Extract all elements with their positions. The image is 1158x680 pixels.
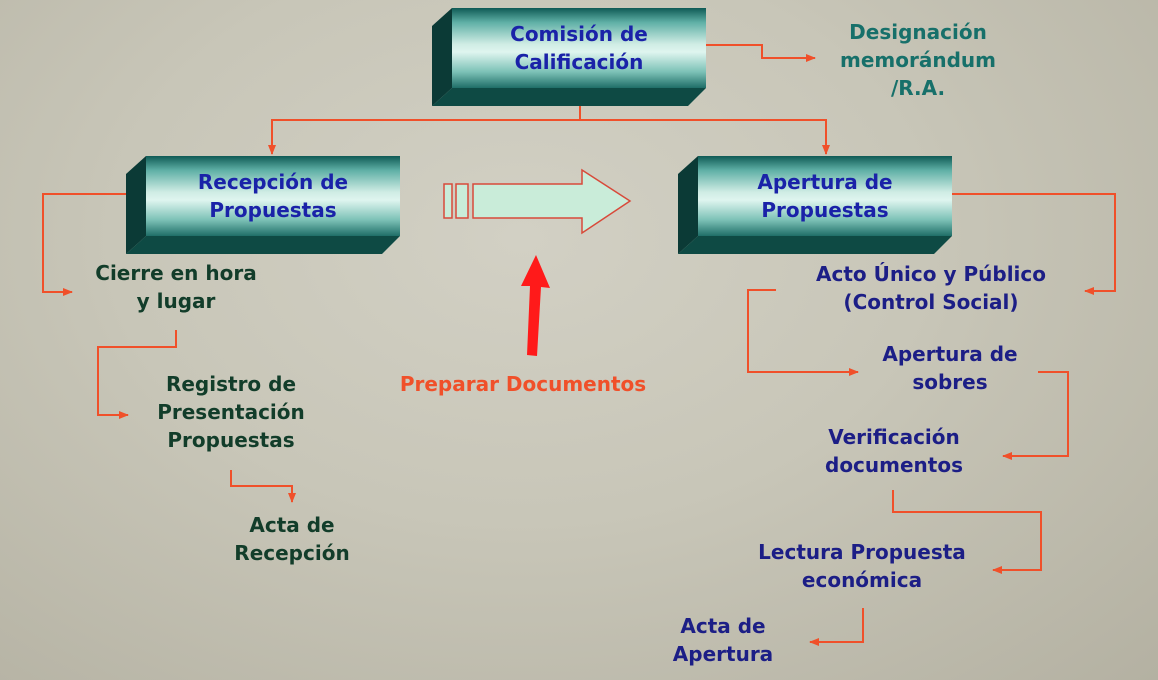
label-acta-recepcion-line-1: Acta de [249, 513, 335, 537]
box-recepcion-line-1: Recepción de [197, 170, 349, 194]
label-apertura-sobres: Apertura de sobres [870, 340, 1030, 396]
label-apertura-sobres-line-1: Apertura de [882, 342, 1018, 366]
label-designacion-line-3: /R.A. [890, 76, 946, 100]
box-apertura-line-2: Propuestas [761, 198, 889, 222]
label-registro-line-2: Presentación [157, 400, 305, 424]
label-acto-unico: Acto Único y Público (Control Social) [801, 260, 1061, 316]
label-preparar-documentos: Preparar Documentos [393, 370, 653, 398]
label-designacion-line-1: Designación [849, 20, 987, 44]
label-registro-line-3: Propuestas [167, 428, 295, 452]
box-recepcion-propuestas: Recepción de Propuestas [126, 156, 400, 254]
label-lectura: Lectura Propuesta económica [752, 538, 972, 594]
connector-cierre-registro [97, 330, 177, 419]
connector-lectura-acta [809, 608, 864, 646]
label-acta-apertura-line-1: Acta de [680, 614, 766, 638]
connector-split-apertura [580, 119, 830, 155]
block-arrow-icon [443, 168, 632, 235]
box-apertura-propuestas: Apertura de Propuestas [678, 156, 952, 254]
connector-sobres-verificacion [1002, 371, 1069, 460]
box-apertura-line-1: Apertura de [757, 170, 893, 194]
connector-registro-acta [230, 470, 296, 503]
box-comision-line-1: Comisión de [510, 22, 648, 46]
label-acta-apertura: Acta de Apertura [663, 612, 783, 668]
label-acta-apertura-line-2: Apertura [672, 642, 774, 666]
label-acto-unico-line-2: (Control Social) [843, 290, 1019, 314]
label-cierre-line-1: Cierre en hora [95, 261, 257, 285]
connector-comision-designacion [706, 44, 816, 62]
label-verificacion-line-1: Verificación [828, 425, 960, 449]
label-acta-recepcion-line-2: Recepción [234, 541, 350, 565]
box-comision-calificacion: Comisión de Calificación [432, 8, 706, 106]
label-verificacion: Verificación documentos [814, 423, 974, 479]
label-registro: Registro de Presentación Propuestas [131, 370, 331, 454]
red-up-arrow-icon [521, 255, 550, 356]
connector-acto-sobres [747, 289, 859, 376]
label-cierre: Cierre en hora y lugar [76, 259, 276, 315]
label-cierre-line-2: y lugar [136, 289, 216, 313]
connector-apertura-acto [952, 193, 1116, 295]
label-verificacion-line-2: documentos [825, 453, 963, 477]
label-designacion: Designación memorándum /R.A. [818, 18, 1018, 102]
label-lectura-line-2: económica [801, 568, 923, 592]
box-3d-frame [126, 156, 400, 254]
label-lectura-line-1: Lectura Propuesta [758, 540, 966, 564]
connector-verificacion-lectura [892, 490, 1042, 574]
connector-recepcion-cierre [42, 193, 146, 296]
box-comision-line-2: Calificación [514, 50, 644, 74]
label-acto-unico-line-1: Acto Único y Público [815, 262, 1046, 286]
label-registro-line-1: Registro de [165, 372, 297, 396]
label-acta-recepcion: Acta de Recepción [212, 511, 372, 567]
label-designacion-line-2: memorándum [840, 48, 996, 72]
label-apertura-sobres-line-2: sobres [912, 370, 988, 394]
box-recepcion-line-2: Propuestas [209, 198, 337, 222]
label-preparar-line: Preparar Documentos [399, 372, 647, 396]
connector-split-recepcion [268, 119, 580, 155]
box-3d-frame [432, 8, 706, 106]
box-3d-frame [678, 156, 952, 254]
